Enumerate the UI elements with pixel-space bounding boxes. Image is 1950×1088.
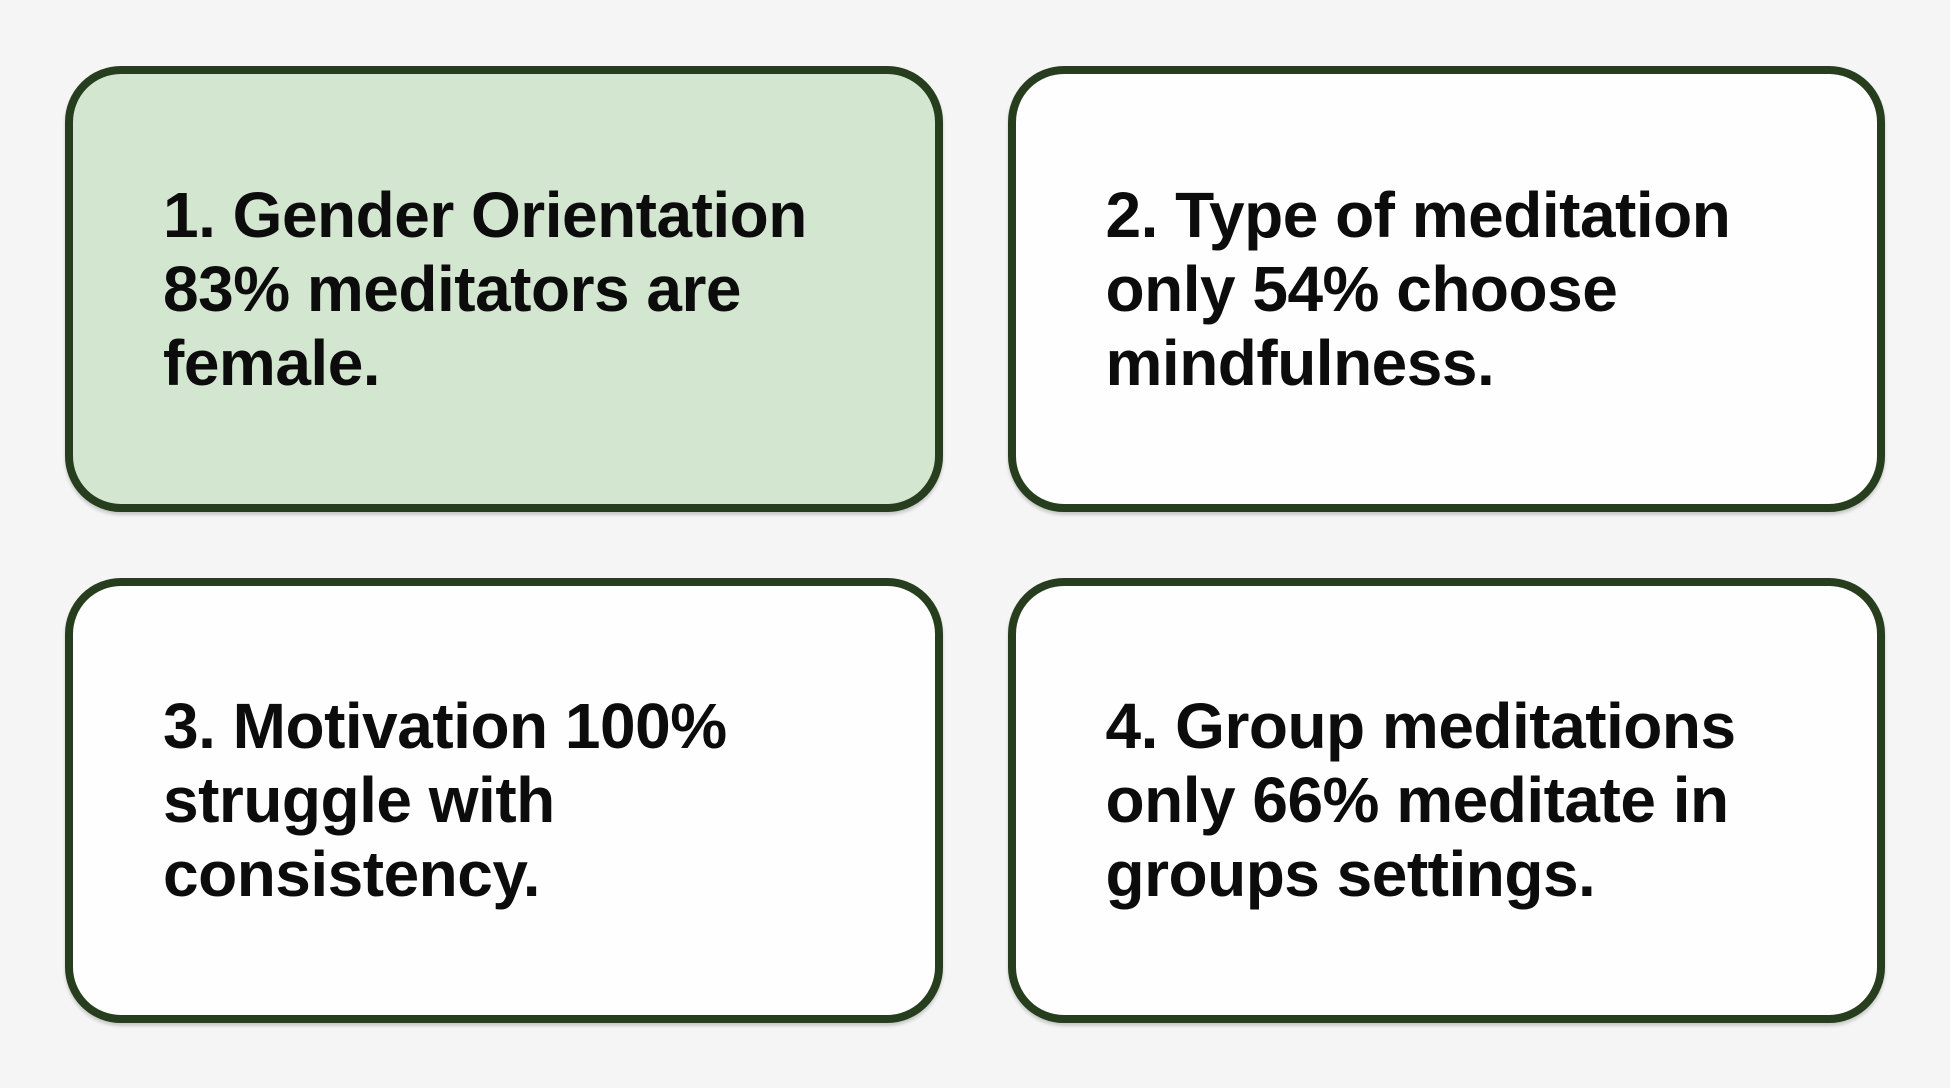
stat-line: only 54% choose [1105, 252, 1618, 325]
stat-card-gender-orientation: 1. Gender Orientation 83% meditators are… [65, 66, 943, 512]
stat-card-text: 3. Motivation 100% struggle with consist… [163, 689, 885, 911]
stat-line: 2. Type of meditation [1105, 178, 1731, 251]
stat-card-text: 1. Gender Orientation 83% meditators are… [163, 178, 885, 400]
stat-card-group-meditation: 4. Group meditations only 66% meditate i… [1007, 577, 1885, 1023]
stat-line: consistency. [163, 838, 540, 911]
stat-line: 3. Motivation 100% [163, 690, 727, 763]
stat-line: struggle with [163, 764, 555, 837]
stat-line: groups settings. [1105, 838, 1596, 911]
stat-line: 1. Gender Orientation [163, 178, 807, 251]
stat-card-motivation: 3. Motivation 100% struggle with consist… [65, 577, 943, 1023]
stat-card-text: 4. Group meditations only 66% meditate i… [1106, 689, 1828, 911]
stat-line: female. [163, 326, 381, 399]
stat-line: only 66% meditate in [1105, 764, 1730, 837]
stat-card-text: 2. Type of meditation only 54% choose mi… [1106, 178, 1828, 400]
stat-card-meditation-type: 2. Type of meditation only 54% choose mi… [1007, 66, 1885, 512]
stat-card-grid: 1. Gender Orientation 83% meditators are… [65, 66, 1885, 1023]
stat-line: mindfulness. [1105, 326, 1495, 399]
stat-line: 83% meditators are [163, 252, 741, 325]
stat-line: 4. Group meditations [1105, 690, 1737, 763]
